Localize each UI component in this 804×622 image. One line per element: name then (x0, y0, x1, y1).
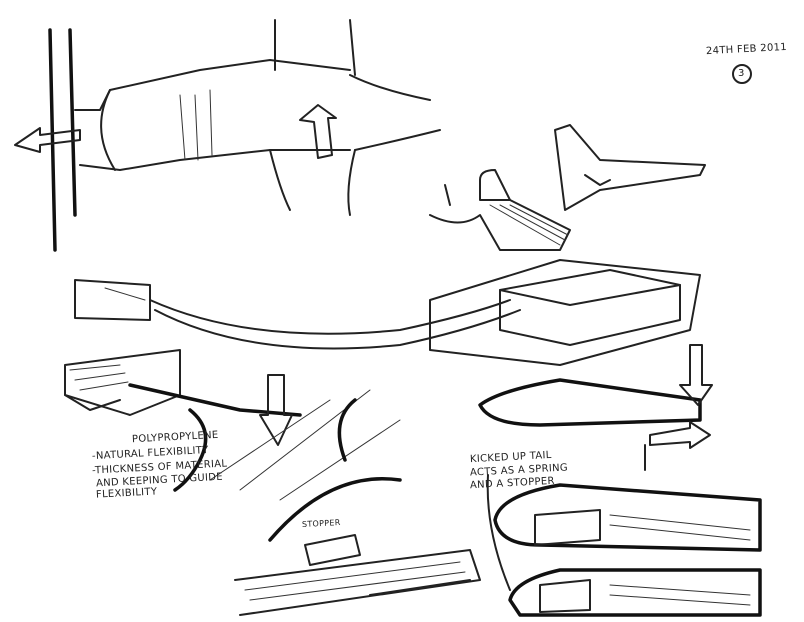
handle-sketch (14, 19, 441, 252)
clip-sketch (429, 124, 706, 251)
sheet-number: 3 (738, 68, 745, 79)
stopper-sketch (234, 534, 481, 616)
sheet-number-circle (732, 64, 752, 84)
stopper-label: STOPPER (301, 517, 341, 530)
block-sketch (64, 349, 402, 542)
strip-sketch (74, 259, 701, 366)
tail-sketch (478, 344, 762, 617)
